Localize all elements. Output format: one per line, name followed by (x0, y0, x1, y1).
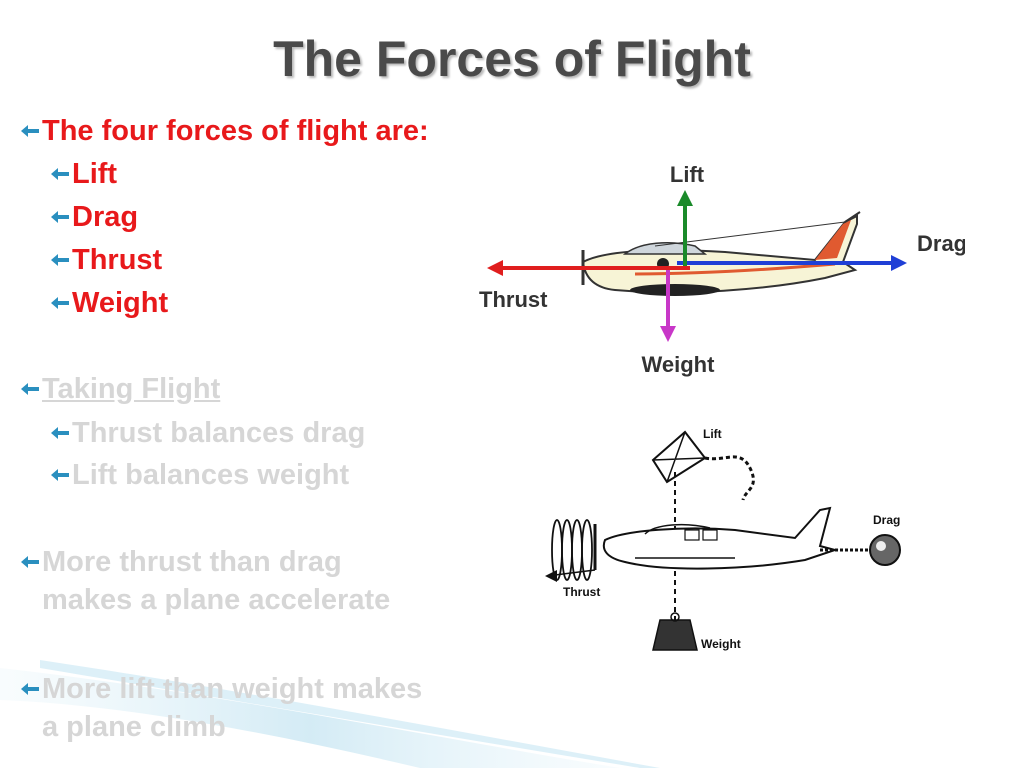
drag-label: Drag (873, 513, 900, 527)
weight-label: Weight (642, 352, 716, 377)
bullet-lift: Lift (50, 155, 117, 193)
bullet-text: Lift balances weight (72, 459, 350, 491)
bullet-text: Weight (72, 287, 169, 319)
bullet-line: makes a plane accelerate (42, 584, 391, 616)
weight-label: Weight (701, 637, 741, 651)
bullet-text: Thrust (72, 244, 163, 276)
bullet-thrust: Thrust (50, 241, 162, 279)
lift-arrowhead (677, 190, 693, 206)
bullet-text: The four forces of flight are: (42, 115, 429, 147)
bullet-text: Thrust balances drag (72, 417, 366, 449)
bullet-line: More thrust than drag (42, 546, 342, 578)
balance-figure: Lift Drag Thrust Weight (545, 427, 901, 651)
arrow-left-icon (51, 211, 69, 223)
arrow-left-icon (51, 168, 69, 180)
thrust-arrowhead (545, 570, 557, 582)
kite-illustration (651, 430, 755, 501)
arrow-left-icon (21, 383, 39, 395)
slide-title: The Forces of Flight (273, 31, 751, 87)
arrow-left-icon (51, 427, 69, 439)
thrust-line (554, 569, 596, 576)
arrow-left-icon (51, 254, 69, 266)
bullet-line: More lift than weight makes (42, 673, 423, 705)
weight-arrowhead (660, 326, 676, 342)
lift-label: Lift (703, 427, 722, 441)
airplane-illustration (581, 211, 861, 296)
weight-block (652, 619, 698, 651)
bullet-line: a plane climb (42, 711, 226, 743)
bullet-more-thrust: More thrust than drag makes a plane acce… (20, 543, 390, 619)
thrust-label: Thrust (563, 585, 600, 599)
arrow-left-icon (21, 125, 39, 137)
thrust-coil (551, 519, 593, 581)
arrow-left-icon (21, 556, 39, 568)
arrow-left-icon (51, 469, 69, 481)
four-forces-figure: Lift Drag Thrust Weight (479, 162, 965, 377)
drag-ball (869, 534, 901, 566)
arrow-left-icon (21, 683, 39, 695)
airplane-outline (593, 506, 839, 570)
bullet-more-lift: More lift than weight makes a plane clim… (20, 670, 422, 746)
bullet-weight: Weight (50, 284, 168, 322)
bullet-taking-flight: Taking Flight (20, 370, 220, 408)
bullet-text: Lift (72, 158, 118, 190)
drag-arrowhead (891, 255, 907, 271)
bullet-thrust-balances-drag: Thrust balances drag (50, 414, 365, 452)
thrust-label: Thrust (479, 287, 548, 312)
bullet-drag: Drag (50, 198, 138, 236)
drag-label: Drag (917, 231, 965, 256)
taking-flight-link[interactable]: Taking Flight (42, 373, 221, 405)
arrow-left-icon (51, 297, 69, 309)
bullet-four-forces: The four forces of flight are: (20, 112, 429, 150)
bullet-text: Drag (72, 201, 139, 233)
thrust-arrowhead (487, 260, 503, 276)
lift-label: Lift (670, 162, 705, 187)
bullet-lift-balances-weight: Lift balances weight (50, 456, 349, 494)
